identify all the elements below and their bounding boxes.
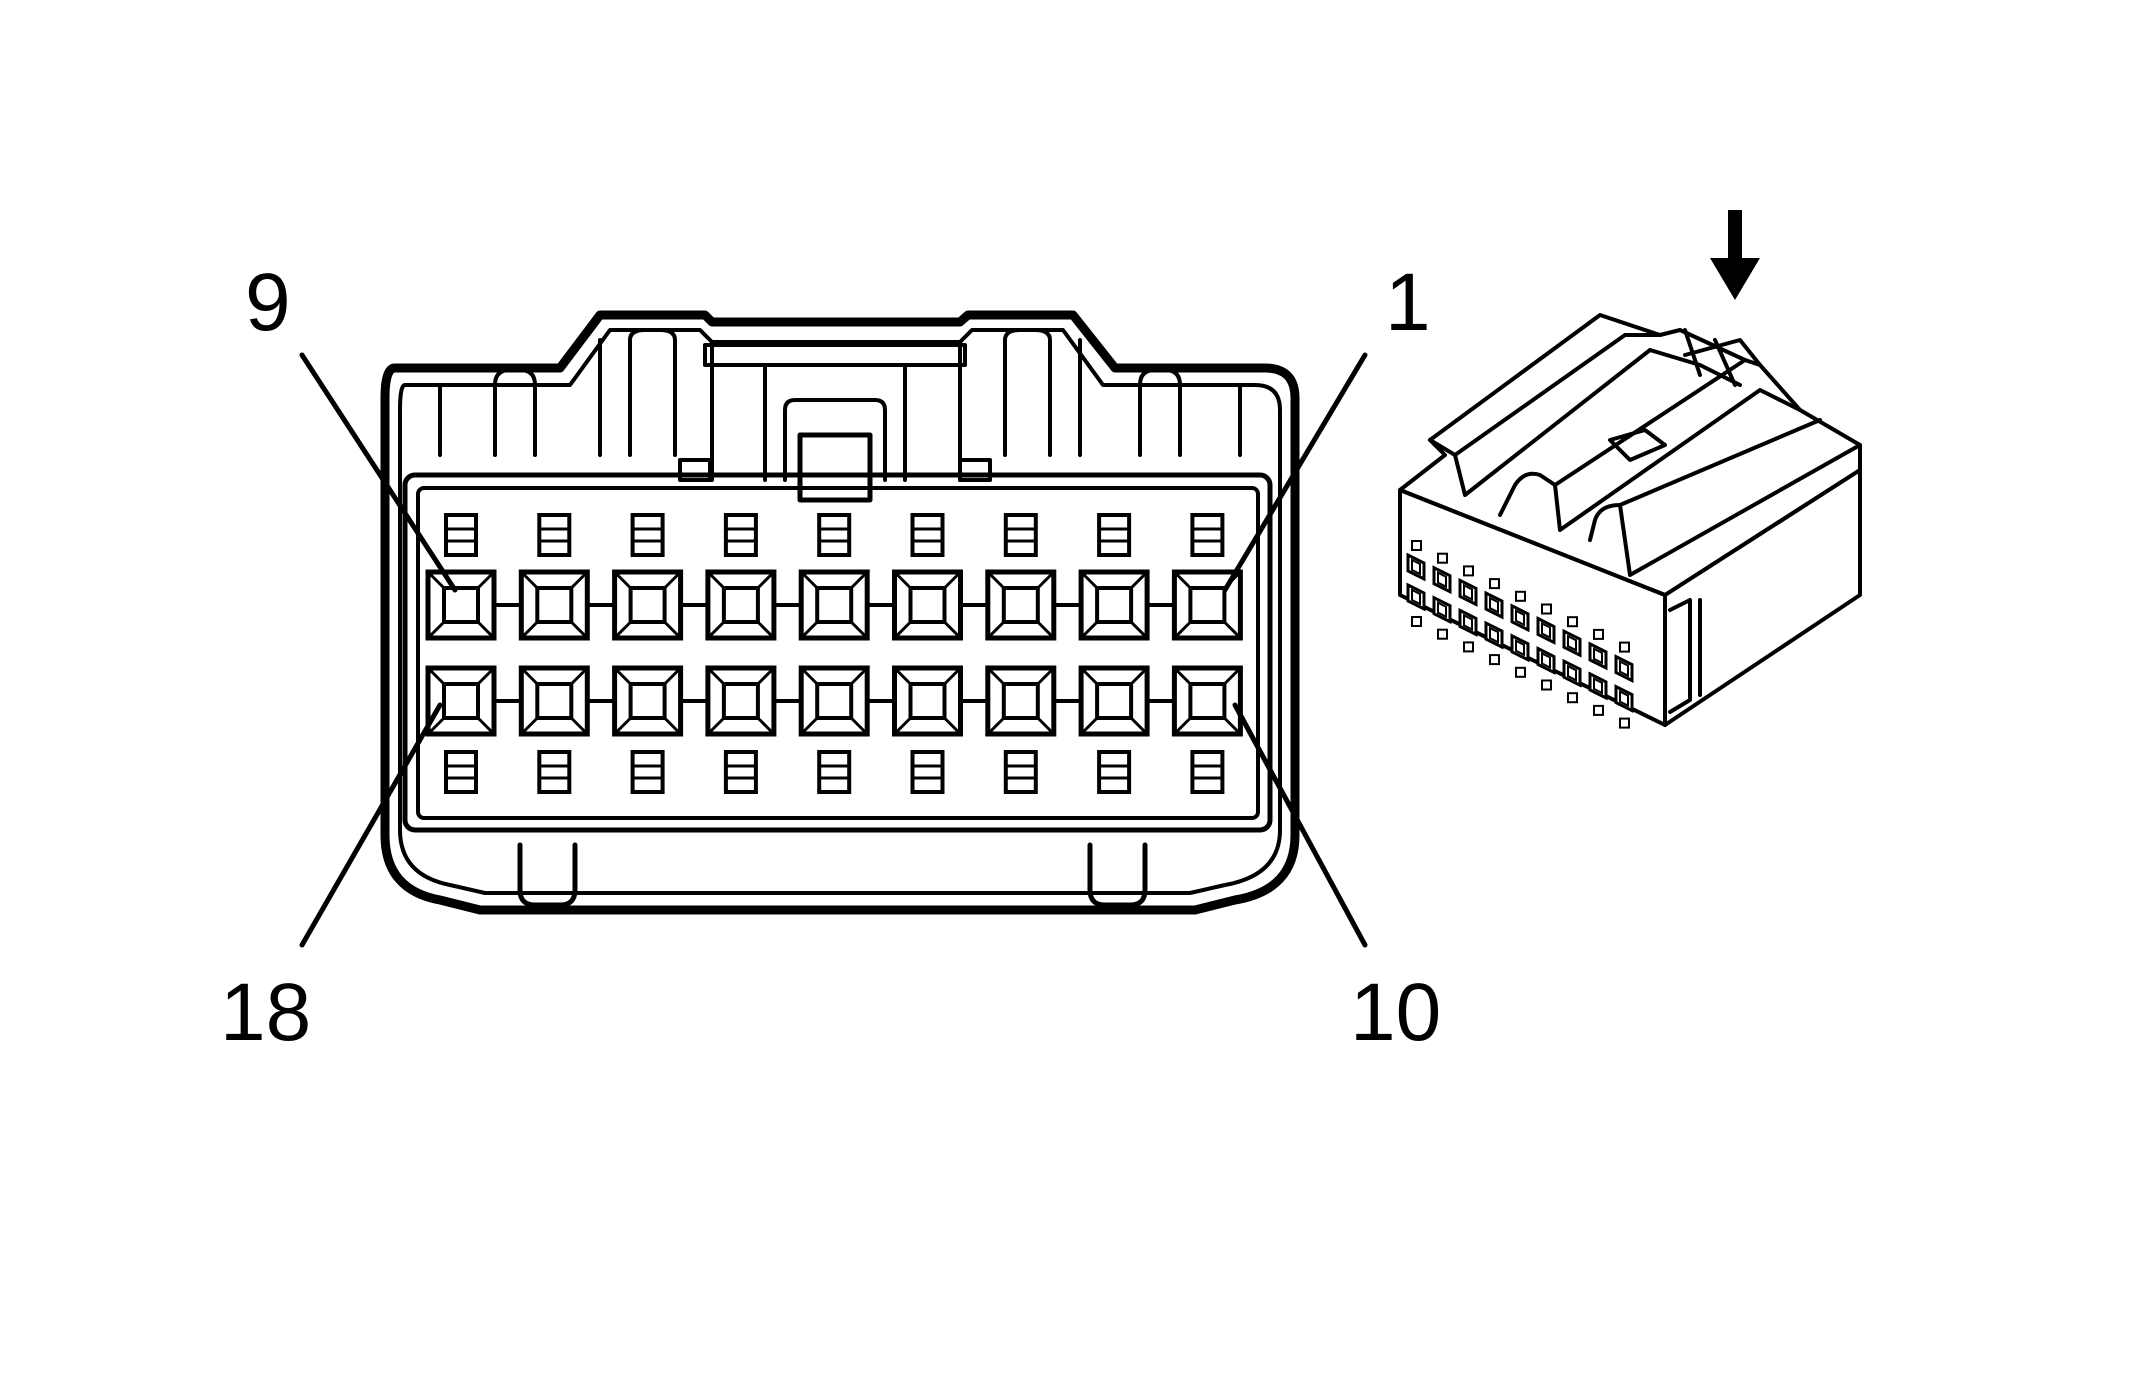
iso-top-face: [1398, 313, 1862, 597]
pin-4: [892, 569, 963, 641]
leader-pin-10: [1232, 702, 1368, 948]
iso-pin-cavity: [1458, 577, 1478, 607]
connector-isometric-view: [1398, 210, 1862, 729]
iso-pin-cavity: [1406, 582, 1426, 612]
iso-pin-cavity: [1588, 641, 1608, 671]
terminal-lock-tab: [817, 513, 852, 557]
iso-lock-tab: [1567, 616, 1578, 628]
iso-lock-tab: [1411, 540, 1422, 551]
terminal-lock-tab: [910, 750, 945, 794]
iso-pin-cavity: [1562, 658, 1582, 688]
terminal-lock-tab: [1003, 750, 1038, 794]
latch: [678, 343, 992, 503]
terminal-lock-tab: [1097, 513, 1132, 557]
iso-pin-cavity: [1536, 616, 1556, 645]
iso-lock-tab: [1437, 628, 1448, 640]
pin-3: [985, 569, 1057, 641]
leader-pin-1: [1222, 352, 1368, 593]
housing-outline: [380, 310, 1300, 915]
pin-label-18: 18: [220, 967, 311, 1058]
pin-label-1: 1: [1385, 257, 1431, 348]
terminal-lock-tab: [1097, 750, 1132, 794]
iso-pin-cavity: [1510, 633, 1530, 663]
iso-pin-cavity: [1406, 552, 1426, 582]
iso-lock-tab: [1489, 654, 1500, 666]
pin-cavity-frame: [402, 472, 1273, 833]
terminal-lock-tab: [1190, 750, 1225, 794]
terminal-lock-tab: [630, 513, 665, 557]
pin-2: [1078, 569, 1150, 641]
terminal-lock-tab: [537, 513, 572, 557]
iso-lock-tab: [1541, 679, 1552, 691]
terminal-lock-tab: [1190, 513, 1225, 557]
top-ribs: [438, 328, 1242, 482]
iso-lock-tab: [1567, 692, 1578, 704]
arrow-down-icon: [1710, 210, 1760, 300]
pin-13: [892, 665, 963, 737]
terminal-lock-tab: [910, 513, 945, 557]
pin-label-9: 9: [245, 257, 291, 348]
pin-1: [1171, 569, 1243, 641]
pin-17: [518, 665, 590, 737]
pin-8: [518, 569, 590, 641]
housing-inner-outline: [398, 328, 1282, 895]
iso-lock-tab: [1619, 641, 1630, 653]
pin-label-10: 10: [1350, 967, 1441, 1058]
iso-lock-tab: [1489, 578, 1500, 590]
iso-pin-cavity: [1432, 595, 1452, 625]
pin-9: [425, 569, 497, 641]
iso-lock-tab: [1515, 666, 1526, 678]
connector-front-view: 9 1 18 10: [220, 257, 1441, 1058]
iso-pin-cavity: [1484, 590, 1504, 620]
iso-lock-tab: [1463, 641, 1474, 653]
pin-12: [985, 665, 1057, 737]
pin-15: [705, 665, 777, 737]
iso-pin-cavity: [1536, 646, 1556, 675]
iso-pin-cavity: [1510, 603, 1530, 633]
pin-14: [798, 665, 870, 737]
iso-lock-tab: [1593, 704, 1604, 716]
pin-10: [1171, 665, 1243, 737]
pin-5: [798, 569, 870, 641]
pin-7: [612, 569, 684, 641]
iso-lock-tab: [1515, 590, 1526, 602]
terminal-lock-tab: [444, 513, 478, 557]
terminal-lock-tab: [444, 750, 478, 794]
iso-pin-cavity: [1562, 628, 1582, 658]
iso-lock-tab: [1463, 565, 1474, 577]
terminal-lock-tab: [723, 513, 758, 557]
iso-lock-tab: [1541, 603, 1552, 615]
leader-pin-18: [299, 702, 443, 948]
iso-right-face: [1663, 468, 1862, 727]
iso-pin-cavities: [1406, 540, 1634, 729]
iso-lock-tab: [1619, 717, 1630, 729]
bottom-keys: [517, 842, 1148, 908]
pin-11: [1078, 665, 1150, 737]
iso-pin-cavity: [1614, 684, 1634, 714]
terminal-lock-tab: [537, 750, 572, 794]
terminal-lock-tab: [630, 750, 665, 794]
terminal-lock-tab: [1003, 513, 1038, 557]
pin-6: [705, 569, 777, 641]
leader-lines: [299, 352, 1368, 948]
iso-pin-cavity: [1614, 654, 1634, 684]
terminal-lock-tab: [723, 750, 758, 794]
iso-pin-cavity: [1432, 565, 1452, 595]
pin-grid: [425, 513, 1243, 794]
iso-lock-tab: [1437, 552, 1448, 564]
iso-lock-tab: [1593, 628, 1604, 640]
iso-lock-tab: [1411, 616, 1422, 627]
pin-18: [425, 665, 497, 737]
iso-pin-cavity: [1458, 607, 1478, 637]
iso-pin-cavity: [1484, 620, 1504, 650]
iso-pin-cavity: [1588, 671, 1608, 701]
leader-pin-9: [299, 352, 458, 593]
pin-16: [612, 665, 684, 737]
terminal-lock-tab: [817, 750, 852, 794]
